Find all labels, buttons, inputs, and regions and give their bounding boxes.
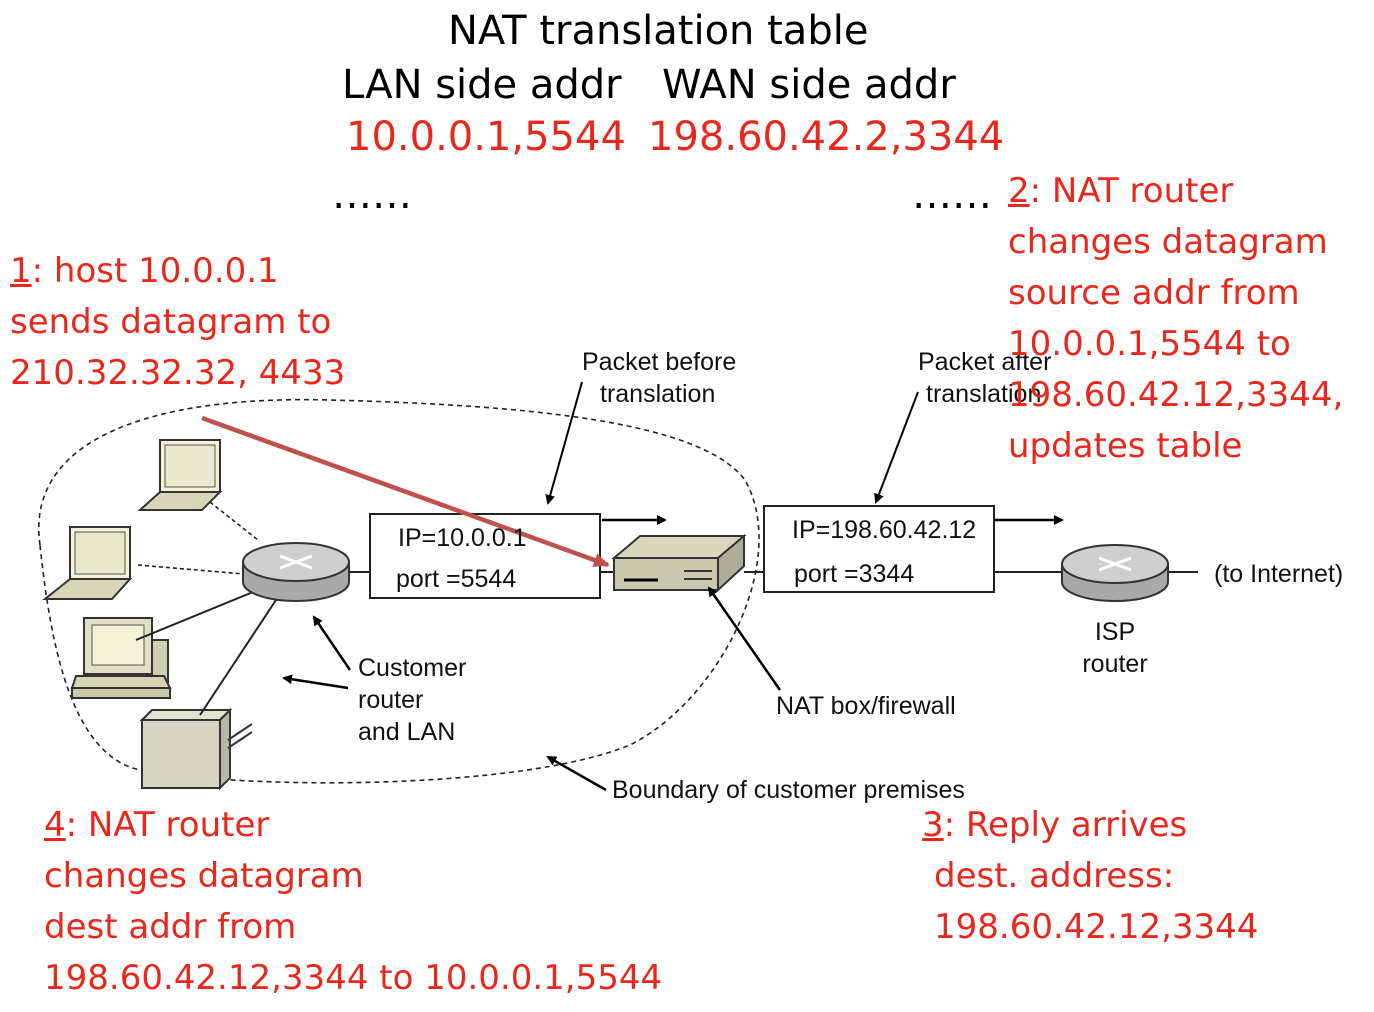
lan-ellipsis: …… (332, 172, 412, 218)
step2-annotation: 2: NAT router changes datagram source ad… (1008, 171, 1344, 466)
desktop-computer-icon (70, 617, 172, 699)
wan-entry: 198.60.42.2,3344 (648, 114, 1005, 160)
packet-before-ip: IP=10.0.0.1 (398, 524, 527, 552)
to-internet-label: (to Internet) (1214, 560, 1344, 588)
packet-after-port: port =3344 (794, 560, 915, 588)
lan-entry: 10.0.0.1,5544 (346, 114, 626, 160)
printer-icon (139, 707, 253, 791)
table-title: NAT translation table (448, 8, 869, 54)
customer-router-icon (242, 542, 350, 602)
isp-router-icon (1061, 544, 1169, 602)
step4-annotation: 4: NAT router changes datagram dest addr… (44, 805, 663, 998)
wan-ellipsis: …… (912, 172, 992, 218)
packet-after-label: Packet after translation (918, 348, 1052, 408)
lan-column-header: LAN side addr (342, 62, 622, 108)
packet-after-box (763, 505, 995, 593)
packet-before-box (369, 513, 601, 599)
boundary-label: Boundary of customer premises (612, 776, 965, 804)
packet-before-label: Packet before translation (582, 348, 737, 408)
wan-column-header: WAN side addr (662, 62, 956, 108)
packet-after-ip: IP=198.60.42.12 (792, 516, 977, 544)
step1-arrow (201, 415, 610, 568)
customer-router-label: Customer router and LAN (358, 654, 467, 746)
laptop-icon (42, 526, 133, 600)
step3-annotation: 3: Reply arrives dest. address: 198.60.4… (922, 805, 1259, 947)
step1-annotation: 1: host 10.0.0.1 sends datagram to 210.3… (10, 251, 346, 393)
nat-box-icon (611, 533, 747, 593)
packet-before-port: port =5544 (396, 565, 517, 593)
isp-router-label: ISP router (1082, 618, 1148, 678)
laptop-icon (137, 439, 223, 511)
nat-box-label: NAT box/firewall (776, 692, 956, 720)
